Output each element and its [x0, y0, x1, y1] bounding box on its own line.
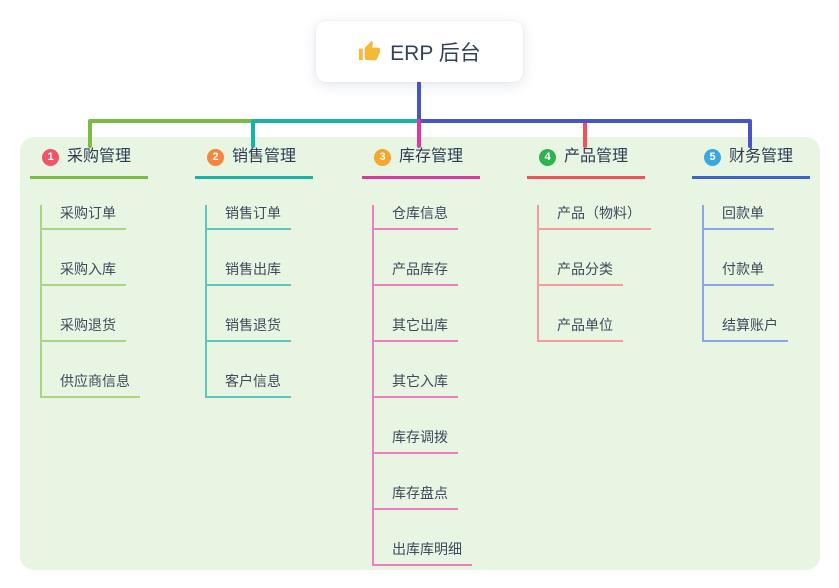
branch-index-badge: 3 — [374, 148, 391, 166]
branch-column-2: 2 销售管理销售订单销售出库销售退货客户信息 — [195, 147, 313, 398]
child-node[interactable]: 结算账户 — [704, 317, 788, 342]
branch-children: 仓库信息产品库存其它出库其它入库库存调拨库存盘点出库库明细 — [372, 205, 480, 566]
branch-node-2[interactable]: 2 销售管理 — [195, 147, 313, 179]
child-node[interactable]: 采购退货 — [42, 317, 126, 342]
child-node[interactable]: 客户信息 — [207, 373, 291, 398]
child-node[interactable]: 销售退货 — [207, 317, 291, 342]
branch-index-badge: 1 — [42, 148, 59, 166]
branch-column-1: 1 采购管理采购订单采购入库采购退货供应商信息 — [30, 147, 148, 398]
branch-node-4[interactable]: 4 产品管理 — [527, 147, 645, 179]
branch-label: 销售管理 — [232, 148, 297, 165]
branch-index-badge: 2 — [207, 148, 224, 166]
child-node[interactable]: 供应商信息 — [42, 373, 140, 398]
branch-node-3[interactable]: 3 库存管理 — [362, 147, 480, 179]
branch-column-5: 5 财务管理回款单付款单结算账户 — [692, 147, 810, 342]
branch-index-badge: 4 — [539, 148, 556, 166]
child-node[interactable]: 产品库存 — [374, 261, 458, 286]
branch-label: 采购管理 — [67, 148, 132, 165]
branch-node-5[interactable]: 5 财务管理 — [692, 147, 810, 179]
child-node[interactable]: 销售订单 — [207, 205, 291, 230]
branch-node-1[interactable]: 1 采购管理 — [30, 147, 148, 179]
child-node[interactable]: 销售出库 — [207, 261, 291, 286]
child-node[interactable]: 采购入库 — [42, 261, 126, 286]
root-node[interactable]: ERP 后台 — [316, 21, 523, 82]
branch-label: 财务管理 — [729, 148, 794, 165]
mindmap-panel — [20, 137, 820, 570]
branch-label: 产品管理 — [564, 148, 629, 165]
child-node[interactable]: 产品（物料） — [539, 205, 651, 230]
child-node[interactable]: 产品单位 — [539, 317, 623, 342]
branch-column-3: 3 库存管理仓库信息产品库存其它出库其它入库库存调拨库存盘点出库库明细 — [362, 147, 480, 566]
child-node[interactable]: 付款单 — [704, 261, 774, 286]
child-node[interactable]: 产品分类 — [539, 261, 623, 286]
child-node[interactable]: 出库库明细 — [374, 541, 472, 566]
branch-children: 产品（物料） 产品分类产品单位 — [537, 205, 651, 342]
child-node[interactable]: 其它出库 — [374, 317, 458, 342]
branch-index-badge: 5 — [704, 148, 721, 166]
child-node[interactable]: 库存调拨 — [374, 429, 458, 454]
root-node-label: ERP 后台 — [390, 41, 481, 65]
child-node[interactable]: 仓库信息 — [374, 205, 458, 230]
branch-column-4: 4 产品管理产品（物料） 产品分类产品单位 — [527, 147, 651, 342]
branch-children: 销售订单销售出库销售退货客户信息 — [205, 205, 313, 398]
thumbs-up-icon — [358, 40, 381, 63]
branch-children: 采购订单采购入库采购退货供应商信息 — [40, 205, 148, 398]
branch-label: 库存管理 — [399, 148, 464, 165]
child-node[interactable]: 库存盘点 — [374, 485, 458, 510]
child-node[interactable]: 其它入库 — [374, 373, 458, 398]
child-node[interactable]: 回款单 — [704, 205, 774, 230]
branch-children: 回款单付款单结算账户 — [702, 205, 810, 342]
child-node[interactable]: 采购订单 — [42, 205, 126, 230]
